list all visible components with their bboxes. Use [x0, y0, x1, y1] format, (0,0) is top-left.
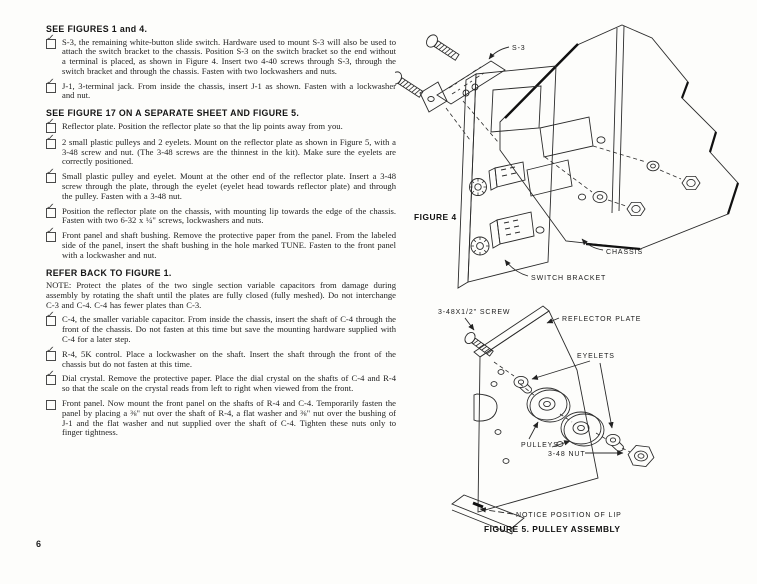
item-text: 2 small plastic pulleys and 2 eyelets. M… — [62, 136, 396, 167]
eyelet-icon — [513, 375, 533, 394]
item-text: R-4, 5K control. Place a lockwasher on t… — [62, 348, 396, 369]
check-mark-icon: ✓ — [45, 116, 56, 128]
section-heading: SEE FIGURE 17 ON A SEPARATE SHEET AND FI… — [46, 108, 300, 119]
label-reflector-plate: REFLECTOR PLATE — [562, 316, 641, 323]
checkbox-icon: ✓ — [45, 167, 56, 184]
checklist-item: ✓ R-4, 5K control. Place a lockwasher on… — [45, 345, 396, 370]
washer-icon — [592, 190, 608, 204]
checkbox-icon: ✓ — [45, 117, 56, 133]
knurled-nut-icon — [469, 178, 487, 196]
label-eyelets: EYELETS — [577, 353, 615, 360]
item-text: C-4, the smaller variable capacitor. Fro… — [62, 314, 396, 345]
figure5-caption: FIGURE 5. PULLEY ASSEMBLY — [484, 524, 620, 534]
check-mark-icon: ✓ — [45, 32, 56, 44]
label-chassis: CHASSIS — [606, 249, 643, 256]
knurled-nut-icon — [470, 236, 490, 256]
checklist-item: Front panel. Now mount the front panel o… — [46, 398, 396, 438]
page-number: 6 — [36, 539, 42, 549]
item-text: Front panel. Now mount the front panel o… — [62, 398, 396, 438]
label-switch-bracket: SWITCH BRACKET — [531, 275, 606, 282]
item-text: S-3, the remaining white-button slide sw… — [62, 36, 396, 76]
instruction-column: SEE FIGURES 1 and 4. ✓ S-3, the remainin… — [45, 24, 396, 443]
figure4-caption: FIGURE 4 — [414, 212, 457, 222]
item-text: Small plastic pulley and eyelet. Mount a… — [62, 171, 396, 201]
item-text: Position the reflector plate on the chas… — [62, 205, 396, 226]
checkbox-icon: ✓ — [45, 33, 56, 49]
item-text: Front panel and shaft bushing. Remove th… — [62, 230, 396, 260]
label-lip-note: NOTICE POSITION OF LIP — [516, 512, 622, 519]
check-mark-icon: ✓ — [45, 76, 56, 88]
reflector-plate-shape — [473, 305, 599, 513]
pulley-icon — [560, 411, 605, 447]
chassis-shape — [499, 24, 740, 251]
screw-icon — [395, 71, 424, 98]
lip-shape — [451, 494, 525, 535]
check-mark-icon: ✓ — [45, 369, 56, 381]
nut-icon — [626, 201, 646, 217]
checkbox-icon — [46, 400, 56, 411]
label-348-screw: 3-48X1/2" SCREW — [438, 309, 510, 316]
label-348-nut: 3-48 NUT — [548, 451, 586, 458]
checkbox-icon: ✓ — [45, 310, 56, 327]
switch-bracket-shape — [457, 65, 557, 289]
label-s3: S-3 — [512, 45, 526, 52]
checkbox-icon: ✓ — [45, 202, 56, 218]
nut-icon — [681, 175, 701, 191]
checklist-item: ✓ S-3, the remaining white-button slide … — [45, 33, 396, 77]
check-mark-icon: ✓ — [45, 344, 56, 356]
slide-switch-icon — [489, 211, 545, 249]
pulley-icon — [526, 387, 571, 423]
slide-switch-icon — [488, 161, 526, 191]
checkbox-icon: ✓ — [45, 133, 56, 149]
checklist-item: ✓ 2 small plastic pulleys and 2 eyelets.… — [45, 133, 396, 167]
checklist-item: ✓ Reflector plate. Position the reflecto… — [45, 117, 396, 133]
checklist-item: ✓ J-1, 3-terminal jack. From inside the … — [45, 77, 396, 102]
check-mark-icon: ✓ — [45, 226, 56, 238]
nut-icon — [627, 445, 655, 467]
item-text: Reflector plate. Position the reflector … — [62, 120, 343, 131]
checkbox-icon: ✓ — [45, 226, 56, 243]
screw-icon — [426, 34, 460, 61]
item-text: J-1, 3-terminal jack. From inside the ch… — [62, 80, 396, 101]
item-text: Dial crystal. Remove the protective pape… — [62, 373, 396, 394]
checkbox-icon: ✓ — [45, 369, 56, 386]
checklist-item: ✓ Front panel and shaft bushing. Remove … — [45, 226, 396, 260]
note-text: NOTE: Protect the plates of the two sing… — [46, 280, 396, 310]
checklist-item: ✓ C-4, the smaller variable capacitor. F… — [45, 310, 396, 345]
checklist-item: ✓ Position the reflector plate on the ch… — [45, 202, 396, 227]
checkbox-icon: ✓ — [45, 77, 56, 93]
figure4-drawing: S-3 FIGURE 4 CHASSIS SWITCH BRACKET — [395, 24, 740, 289]
figure5-drawing: 3-48X1/2" SCREW — [438, 305, 655, 535]
checkbox-icon: ✓ — [45, 345, 56, 361]
label-pulleys: PULLEYS — [521, 442, 559, 449]
section-heading: SEE FIGURES 1 and 4. — [46, 24, 148, 34]
screw-icon — [464, 332, 494, 357]
section-heading: REFER BACK TO FIGURE 1. — [46, 267, 172, 278]
s3-switch-shape — [419, 60, 506, 143]
check-mark-icon: ✓ — [45, 310, 56, 322]
eyelet-icon — [605, 433, 625, 452]
check-mark-icon: ✓ — [45, 132, 56, 144]
checklist-item: ✓ Small plastic pulley and eyelet. Mount… — [45, 167, 396, 201]
washer-icon — [646, 160, 660, 172]
check-mark-icon: ✓ — [45, 167, 56, 179]
checklist-item: ✓ Dial crystal. Remove the protective pa… — [45, 369, 396, 394]
check-mark-icon: ✓ — [45, 201, 56, 213]
